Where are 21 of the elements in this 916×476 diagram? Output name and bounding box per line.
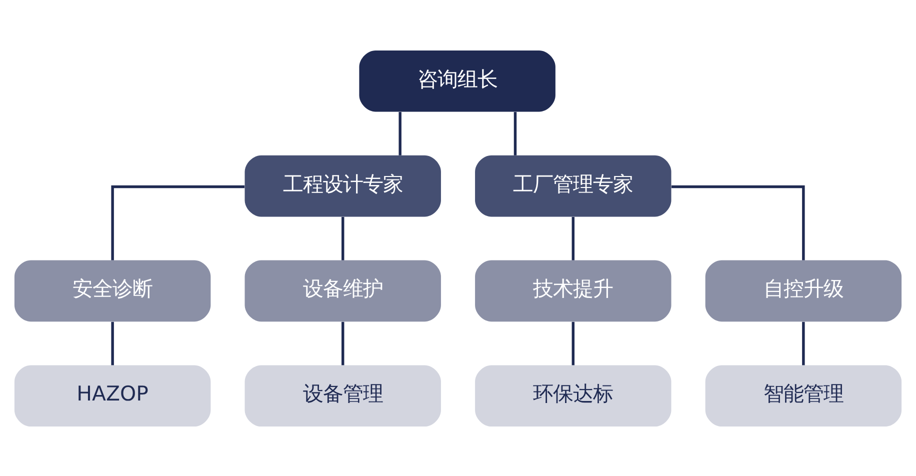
connector bbox=[398, 112, 402, 155]
connector bbox=[802, 321, 805, 365]
connector bbox=[671, 184, 805, 260]
node-box: 工厂管理专家 bbox=[475, 154, 672, 216]
node-box: 咨询组长 bbox=[359, 50, 556, 112]
connector bbox=[514, 112, 517, 155]
node-box: 环保达标 bbox=[475, 364, 672, 426]
connector bbox=[111, 184, 245, 260]
node-box: 技术提升 bbox=[475, 260, 672, 322]
node-box: 安全诊断 bbox=[14, 260, 211, 322]
node-box: 自控升级 bbox=[705, 260, 902, 322]
node-box: 工程设计专家 bbox=[244, 154, 441, 216]
node-box: 设备管理 bbox=[244, 364, 441, 426]
node-box: HAZOP bbox=[14, 364, 211, 426]
connector bbox=[572, 216, 574, 260]
node-box: 设备维护 bbox=[244, 260, 441, 322]
connector bbox=[572, 321, 574, 365]
connector bbox=[111, 321, 114, 365]
node-box: 智能管理 bbox=[705, 364, 902, 426]
connector bbox=[342, 216, 344, 260]
connector bbox=[342, 321, 344, 365]
